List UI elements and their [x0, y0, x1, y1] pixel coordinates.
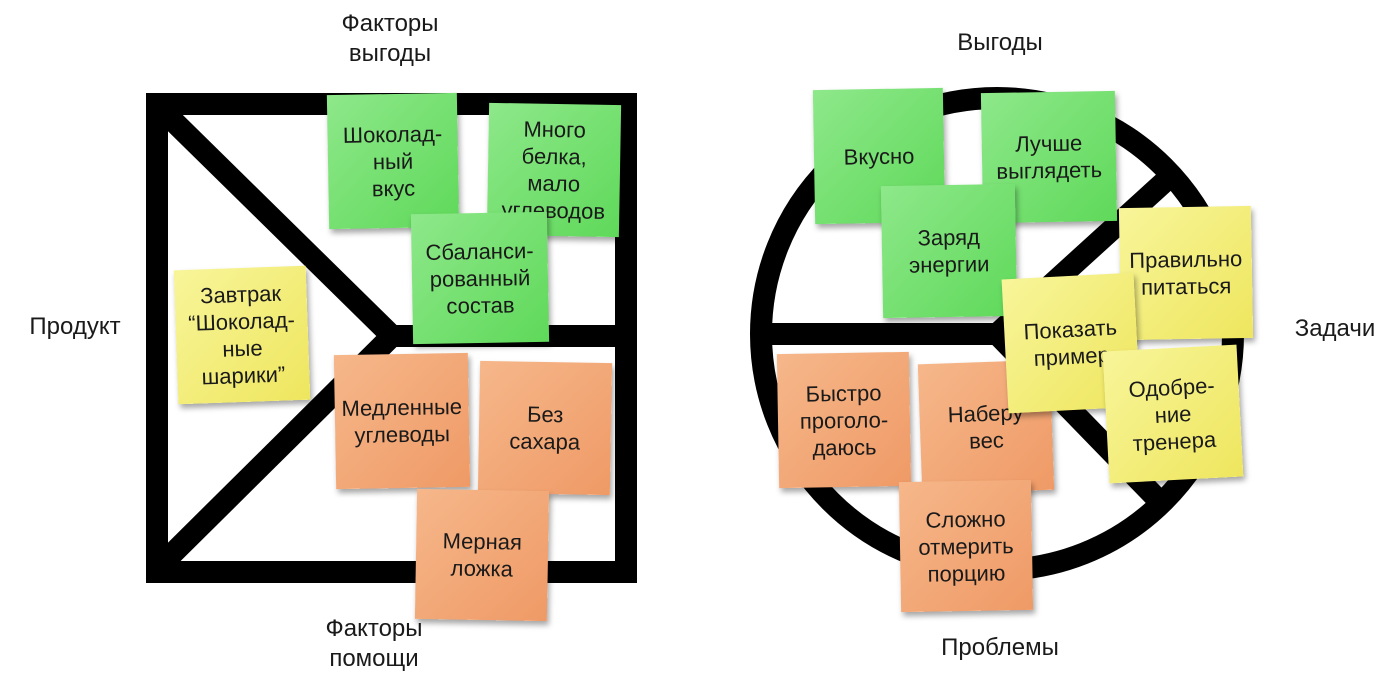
note-balanced[interactable]: Сбаланси- рованный состав: [410, 211, 550, 345]
label-product: Продукт: [29, 313, 121, 340]
label-pains: Проблемы: [941, 634, 1059, 661]
note-portion-hard[interactable]: Сложно отмерить порцию: [898, 479, 1034, 613]
note-hungry-fast[interactable]: Быстро проголо- даюсь: [776, 351, 912, 489]
label-jobs: Задачи: [1294, 315, 1376, 342]
label-gain-creators: Факторы выгоды: [341, 10, 439, 67]
note-energy[interactable]: Заряд энергии: [880, 183, 1018, 319]
value-map-diagonal-top: [152, 100, 400, 344]
note-coach-approval[interactable]: Одобре- ние тренера: [1102, 344, 1244, 484]
label-pain-relievers: Факторы помощи: [325, 615, 423, 672]
note-spoon[interactable]: Мерная ложка: [414, 488, 550, 622]
note-slow-carbs[interactable]: Медленные углеводы: [333, 352, 471, 490]
note-eat-right[interactable]: Правильно питаться: [1118, 205, 1254, 341]
note-no-sugar[interactable]: Без сахара: [477, 360, 613, 496]
note-product[interactable]: Завтрак “Шоколад- ные шарики”: [173, 265, 311, 405]
note-chocolate-taste[interactable]: Шоколад- ный вкус: [326, 92, 460, 230]
label-gains: Выгоды: [957, 29, 1043, 56]
